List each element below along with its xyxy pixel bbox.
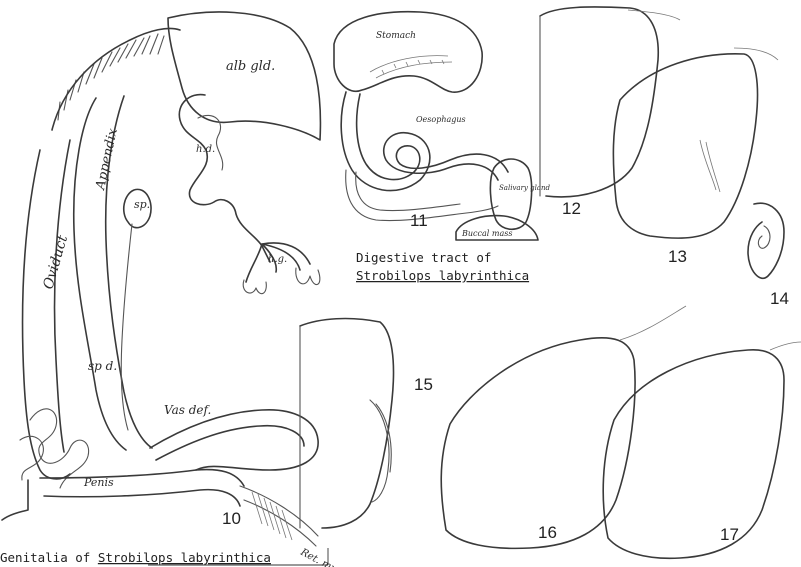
- label-buccal-mass: Buccal mass: [461, 229, 512, 238]
- figure-14-shell-outline: [748, 203, 784, 278]
- figure-number-12: 12: [562, 199, 581, 218]
- figure-number-13: 13: [668, 247, 687, 266]
- label-salivary-gland: Salivary gland: [499, 184, 551, 192]
- label-vas-deferens: Vas def.: [164, 403, 211, 417]
- figure-17-shell-outline: [603, 342, 801, 558]
- label-appendix: Appendix: [93, 127, 121, 192]
- figure-number-17: 17: [720, 525, 739, 544]
- label-hermaphroditic-gland: h.g.: [268, 254, 287, 265]
- fig11-caption-line1: Digestive tract of: [356, 250, 491, 265]
- figure-number-14: 14: [770, 289, 789, 308]
- label-hermaphroditic-duct: h.d.: [196, 144, 215, 155]
- figure-number-10: 10: [222, 509, 241, 528]
- figure-13-shell-outline: [613, 48, 778, 238]
- label-albumen-gland: alb gld.: [226, 59, 275, 74]
- figure-number-16: 16: [538, 523, 557, 542]
- label-oviduct: Oviduct: [40, 233, 71, 291]
- fig10-caption: Genitalia of Strobilops labyrinthica: [0, 550, 271, 565]
- fig10-caption-prefix: Genitalia of: [0, 550, 98, 565]
- label-oesophagus: Oesophagus: [416, 115, 466, 124]
- label-retractor-muscle: Ret. mus.: [298, 546, 346, 567]
- fig10-caption-species: Strobilops labyrinthica: [98, 550, 271, 565]
- figure-11-digestive-tract-drawing: [334, 12, 538, 240]
- label-sperm-duct: sp d.: [88, 359, 117, 373]
- figure-number-11: 11: [410, 211, 428, 230]
- figure-15-shell-outline: [300, 319, 394, 528]
- label-spermatheca: sp.: [134, 198, 150, 211]
- figure-12-shell-outline: [540, 7, 680, 197]
- label-stomach: Stomach: [376, 31, 416, 41]
- fig11-caption-species: Strobilops labyrinthica: [356, 268, 529, 283]
- label-penis: Penis: [83, 476, 114, 489]
- figure-16-shell-outline: [441, 306, 686, 548]
- figure-number-15: 15: [414, 375, 433, 394]
